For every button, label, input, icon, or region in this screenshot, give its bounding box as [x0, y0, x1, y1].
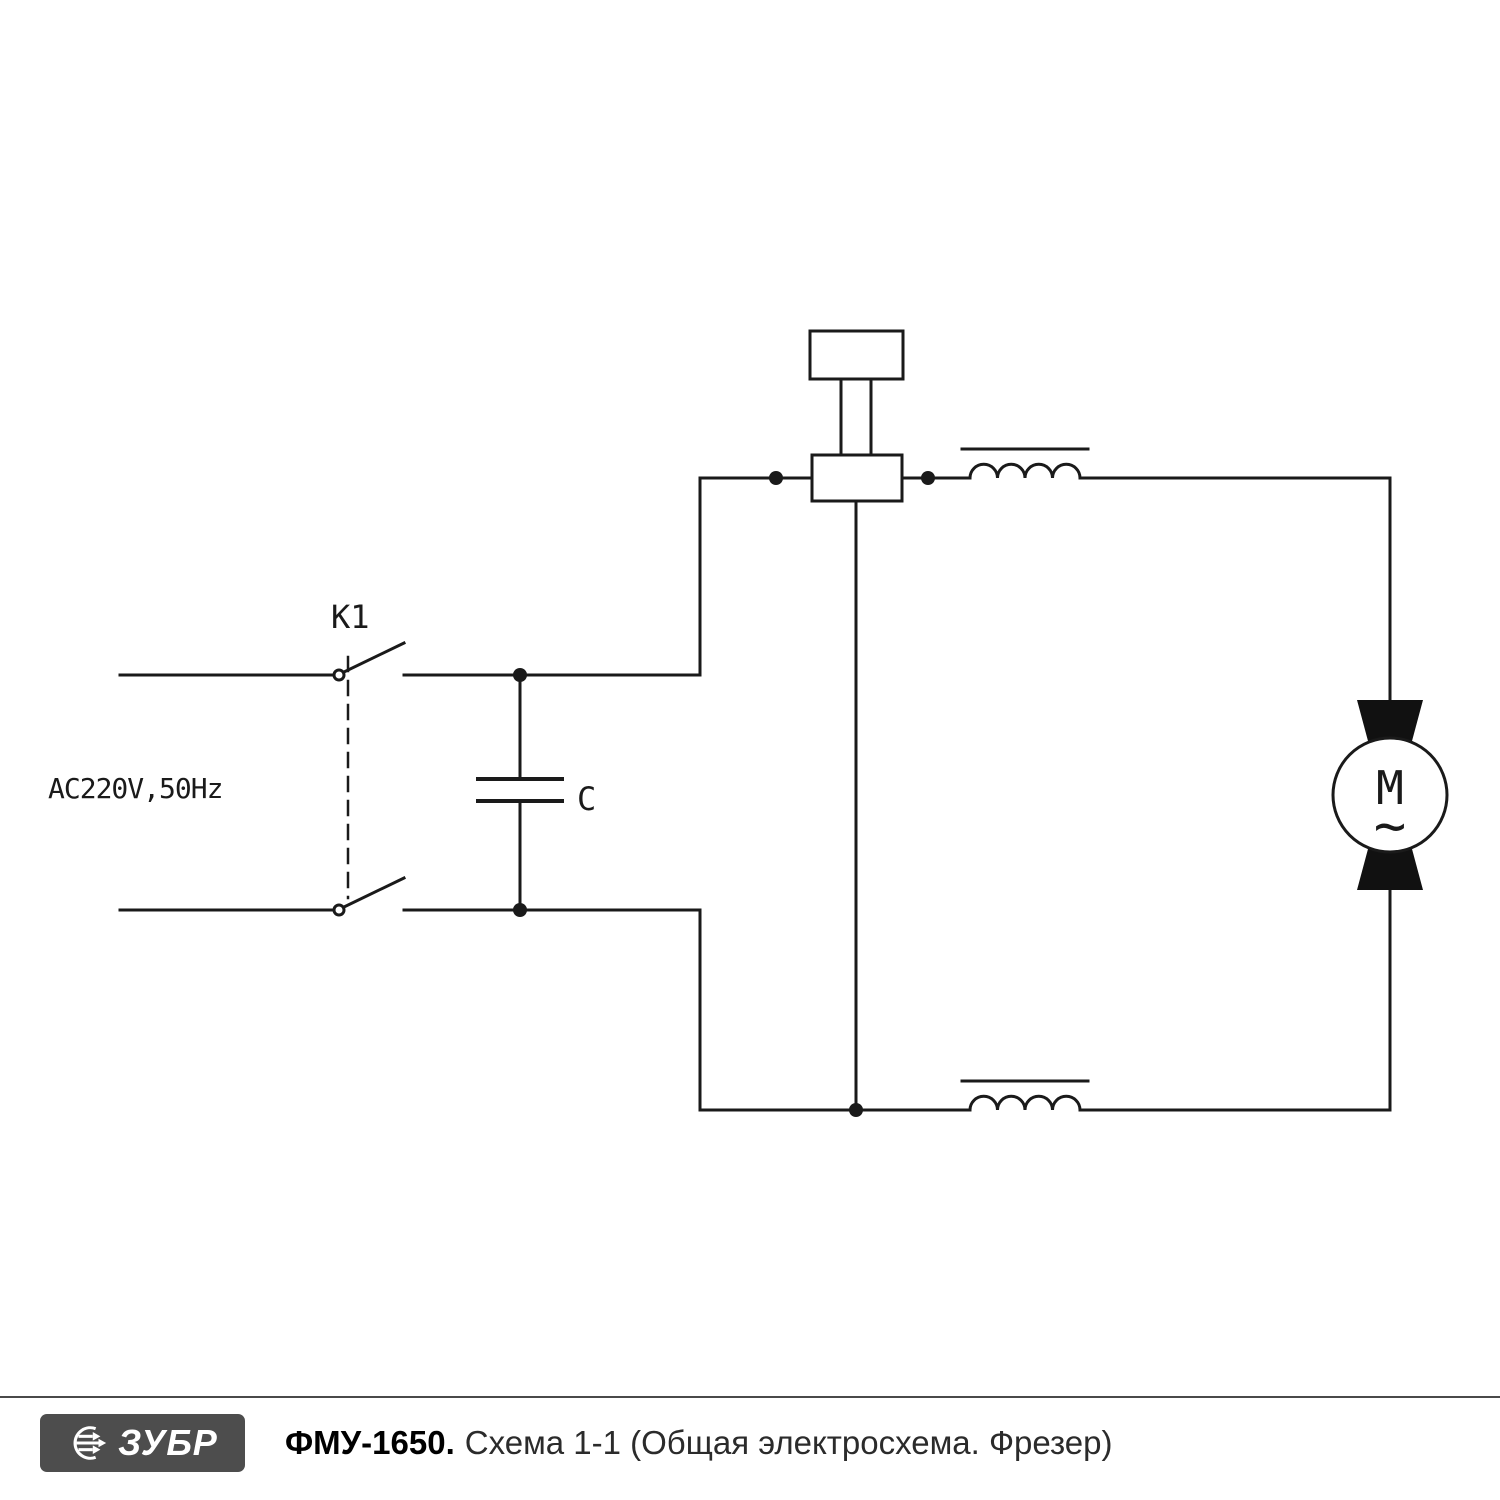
junction-dots	[513, 471, 935, 1117]
footer-row: ЗУБР ФМУ-1650.Схема 1-1 (Общая электросх…	[0, 1396, 1500, 1472]
wire-right-bottom	[1078, 888, 1392, 1112]
scheme-caption: ФМУ-1650.Схема 1-1 (Общая электросхема. …	[285, 1414, 1113, 1472]
brand-name: ЗУБР	[118, 1422, 218, 1463]
switch-k1-icon	[332, 640, 407, 917]
regulator-knob-block	[808, 329, 905, 381]
capacitor-icon	[476, 673, 564, 912]
motor-brush-top	[1357, 700, 1423, 741]
junction-dot	[513, 903, 527, 917]
zubr-logo: ЗУБР	[40, 1414, 245, 1472]
circuit-diagram: AC220V,50Hz K1 C M ~	[48, 329, 1449, 1117]
source-voltage-label: AC220V,50Hz	[48, 772, 222, 805]
switch-contact-bottom	[332, 903, 346, 917]
junction-dot	[849, 1103, 863, 1117]
brand-arrows-icon	[73, 1426, 107, 1460]
model-number: ФМУ-1650.	[285, 1424, 455, 1461]
motor-brush-bottom	[1357, 849, 1423, 890]
inductor-bottom-coil	[968, 1094, 1082, 1112]
motor-label: M	[1376, 761, 1404, 815]
motor-icon	[1331, 700, 1449, 890]
inductor-top-coil	[968, 462, 1082, 480]
wire-right-top	[1078, 476, 1392, 702]
inductor-top-icon	[960, 447, 1090, 480]
switch-lever-bottom	[341, 875, 407, 910]
regulator-icon	[808, 329, 905, 503]
junction-dot	[513, 668, 527, 682]
footer: ЗУБР ФМУ-1650.Схема 1-1 (Общая электросх…	[0, 1396, 1500, 1500]
footer-divider	[0, 1396, 1500, 1398]
motor-body	[1331, 736, 1449, 854]
switch-label: K1	[331, 598, 370, 636]
inductor-bottom-icon	[960, 1079, 1090, 1112]
scheme-title: Схема 1-1 (Общая электросхема. Фрезер)	[464, 1424, 1113, 1461]
switch-lever-top	[341, 640, 407, 675]
junction-dot	[769, 471, 783, 485]
junction-dot	[921, 471, 935, 485]
capacitor-label: C	[577, 780, 596, 818]
regulator-body-block	[810, 453, 904, 503]
ac-wave-icon: ~	[1374, 794, 1407, 857]
switch-contact-top	[332, 668, 346, 682]
